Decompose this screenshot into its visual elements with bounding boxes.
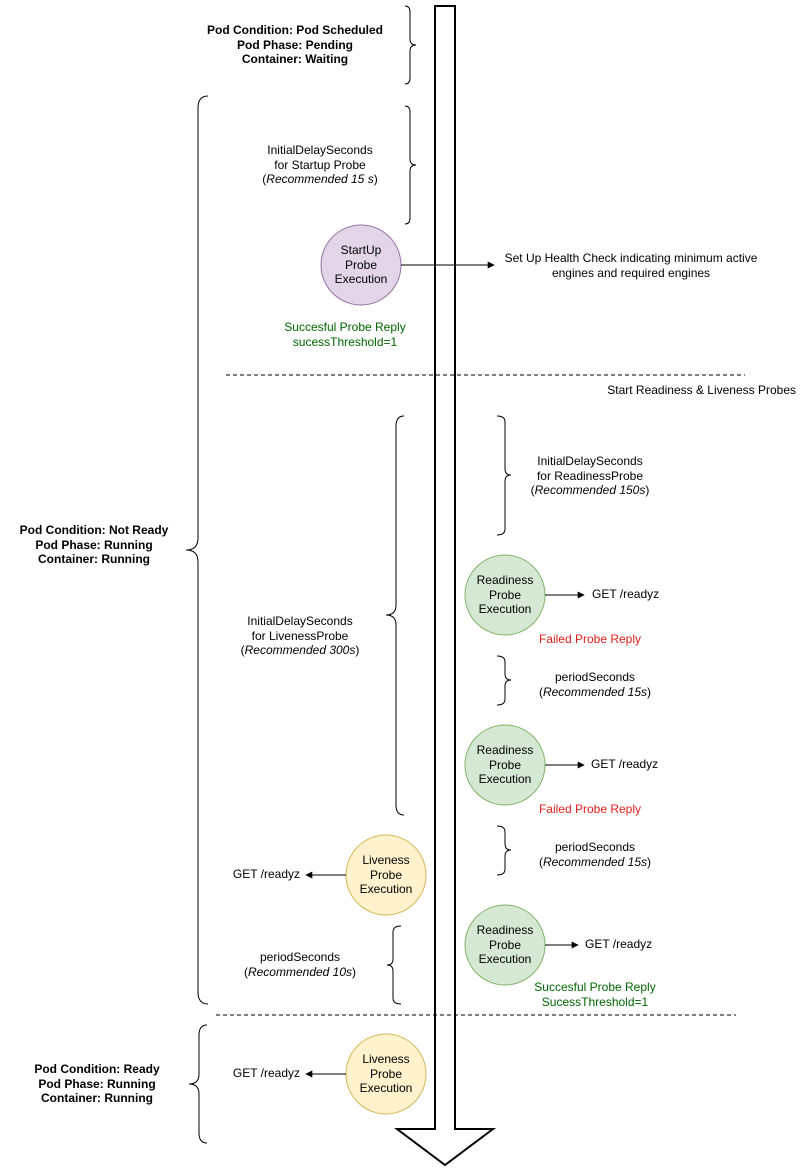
startup-probe-label: StartUp Probe Execution [334,243,388,286]
readiness-probe-label-2: Readiness Probe Execution [476,743,534,786]
start-probes-label: Start Readiness & Liveness Probes [607,383,796,397]
brace-scheduled [404,5,417,85]
readiness-failed-label-1: Failed Probe Reply [538,632,642,646]
readiness-request-label-3: GET /readyz [585,937,653,951]
phase-not-ready-label: Pod Condition: Not Ready Pod Phase: Runn… [19,523,169,566]
brace-liveness-period [386,925,402,1005]
readiness-failed-label-2: Failed Probe Reply [538,802,642,816]
liveness-request-label-1: GET /readyz [232,867,300,881]
readiness-period-label-2: periodSeconds (Recommended 15s) [538,840,652,869]
startup-delay-label: InitialDelaySeconds for Startup Probe (R… [262,143,378,186]
liveness-probe-label-1: Liveness Probe Execution [359,853,413,896]
brace-readiness-period-1 [496,655,512,706]
brace-readiness-delay [496,415,512,536]
brace-not-ready [185,95,209,1005]
readiness-period-label-1: periodSeconds (Recommended 15s) [538,670,652,699]
readiness-probe-label-3: Readiness Probe Execution [476,923,534,966]
phase-scheduled-label: Pod Condition: Pod Scheduled Pod Phase: … [207,23,383,66]
startup-success-label: Succesful Probe Reply sucessThreshold=1 [284,320,406,349]
phase-ready-label: Pod Condition: Ready Pod Phase: Running … [34,1062,160,1105]
timeline-arrow [394,5,496,1167]
readiness-request-label-2: GET /readyz [591,757,659,771]
brace-liveness-delay [385,415,405,816]
liveness-probe-label-2: Liveness Probe Execution [359,1052,413,1095]
liveness-period-label: periodSeconds (Recommended 10s) [243,950,357,979]
brace-ready [188,1024,208,1144]
readiness-request-label-1: GET /readyz [592,587,660,601]
readiness-probe-label-1: Readiness Probe Execution [476,573,534,616]
readiness-success-label: Succesful Probe Reply SucessThreshold=1 [534,980,656,1009]
liveness-delay-label: InitialDelaySeconds for LivenessProbe (R… [240,614,360,657]
liveness-request-label-2: GET /readyz [232,1066,300,1080]
health-check-label: Set Up Health Check indicating minimum a… [504,251,758,280]
brace-readiness-period-2 [496,825,512,876]
readiness-delay-label: InitialDelaySeconds for ReadinessProbe (… [530,454,650,497]
brace-startup-delay [404,105,417,225]
